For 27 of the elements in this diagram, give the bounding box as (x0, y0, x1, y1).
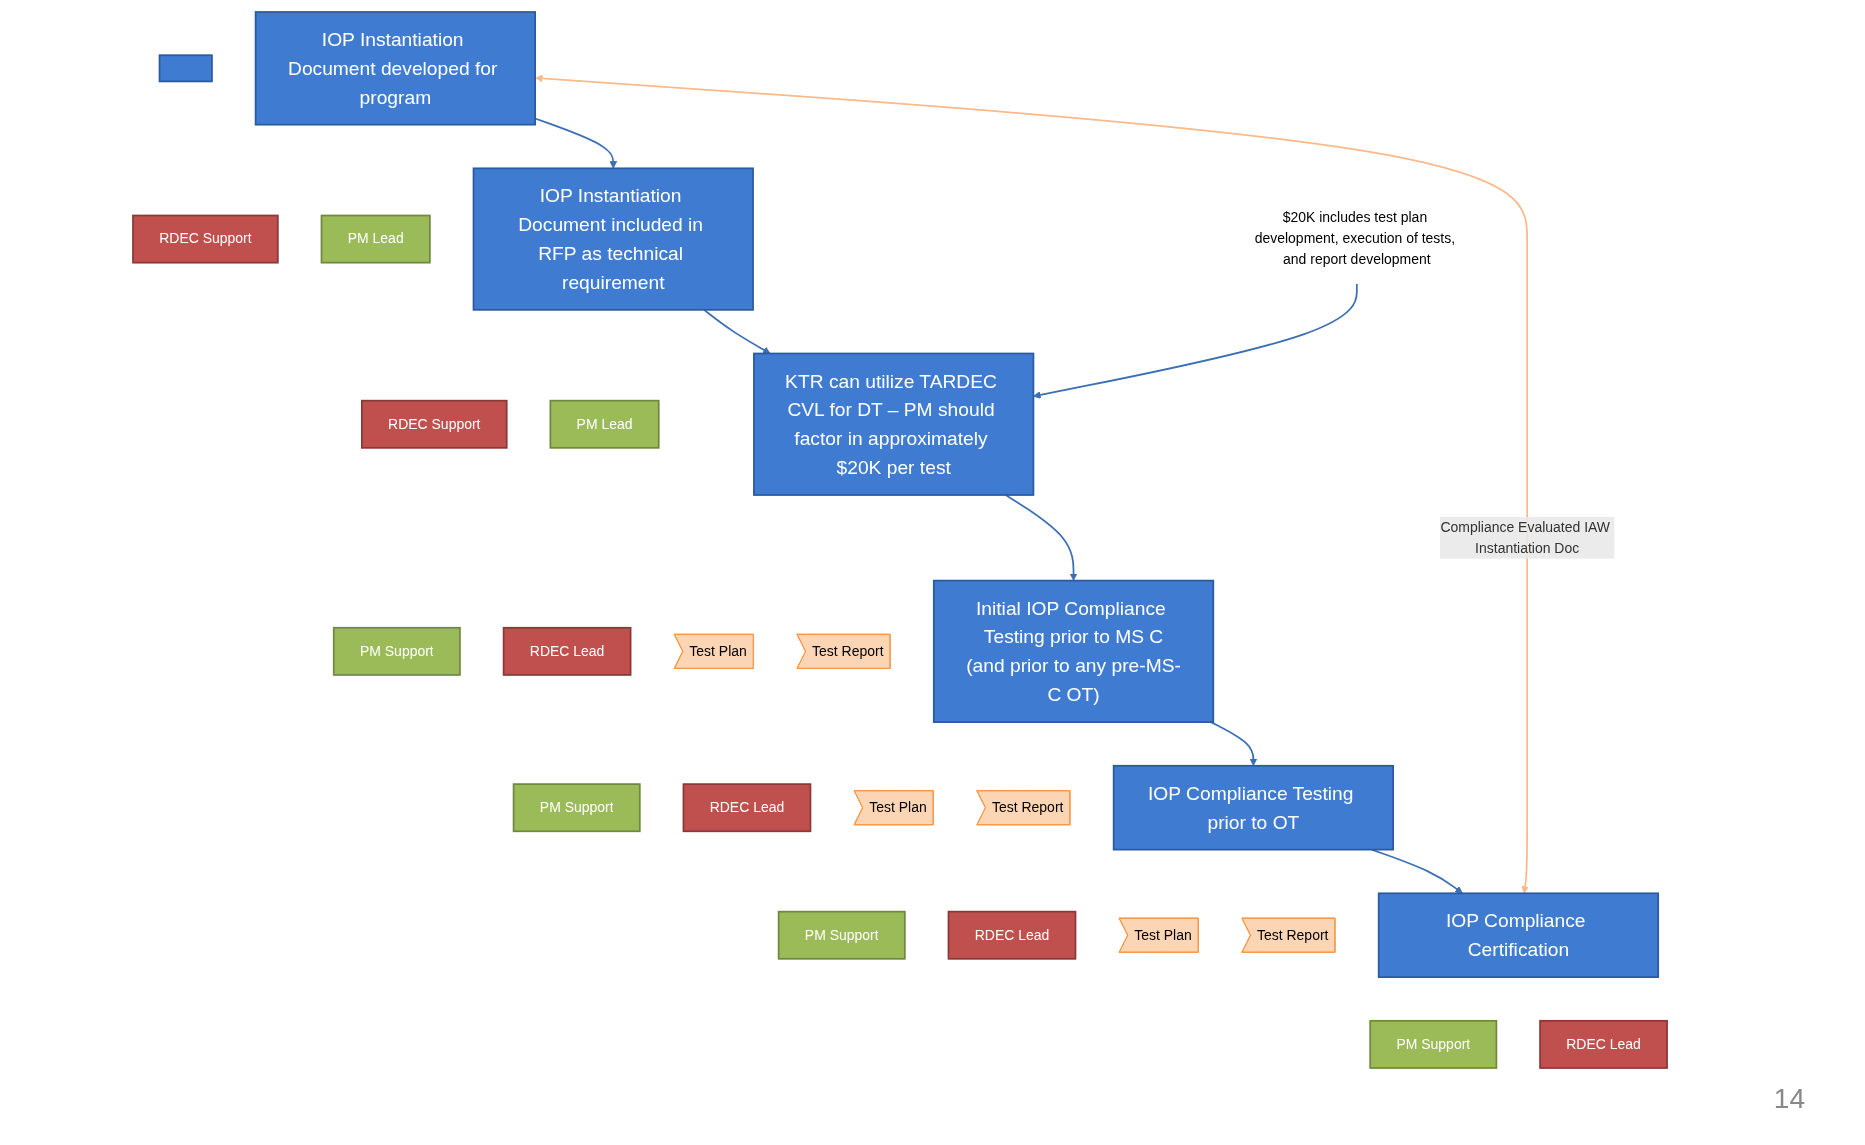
node-box: IOP Compliance Certification (1377, 892, 1660, 979)
node-box: PM Lead (549, 399, 660, 449)
node-box (158, 54, 213, 83)
node-box: IOP Compliance Testing prior to OT (1112, 764, 1394, 851)
node-box: IOP Instantiation Document included in RFP as technical requirement (472, 167, 754, 311)
arrow (703, 308, 771, 354)
edge-label: Compliance Evaluated IAW Instantiation Doc (1440, 519, 1610, 556)
arrow (1210, 721, 1258, 767)
node-box: RDEC Lead (682, 783, 812, 833)
node-box: Initial IOP Compliance Testing prior to MS C (and prior to any pre-MS-C OT) (932, 579, 1215, 723)
node-text: $20K includes test plan development, execution of tests, and report development (1254, 210, 1456, 268)
node-box: PM Lead (320, 214, 431, 264)
node-box: RDEC Lead (947, 910, 1077, 960)
node-box: RDEC Lead (1539, 1019, 1668, 1069)
arrow (535, 74, 1529, 894)
node-box: RDEC Support (132, 214, 279, 264)
node-box: IOP Instantiation Document developed for program (254, 11, 536, 126)
page-number: 14 (1773, 1083, 1805, 1115)
arrow (1004, 494, 1078, 581)
node-box: PM Support (1369, 1019, 1498, 1069)
node-box: PM Support (512, 783, 641, 833)
node-box: RDEC Support (360, 399, 508, 449)
node-box: RDEC Lead (502, 626, 632, 676)
node-box: KTR can utilize TARDEC CVL for DT – PM should factor in approximately $20K per test (753, 352, 1035, 496)
node-box: PM Support (777, 910, 906, 960)
node-box: PM Support (332, 626, 461, 676)
arrow (1033, 282, 1358, 399)
